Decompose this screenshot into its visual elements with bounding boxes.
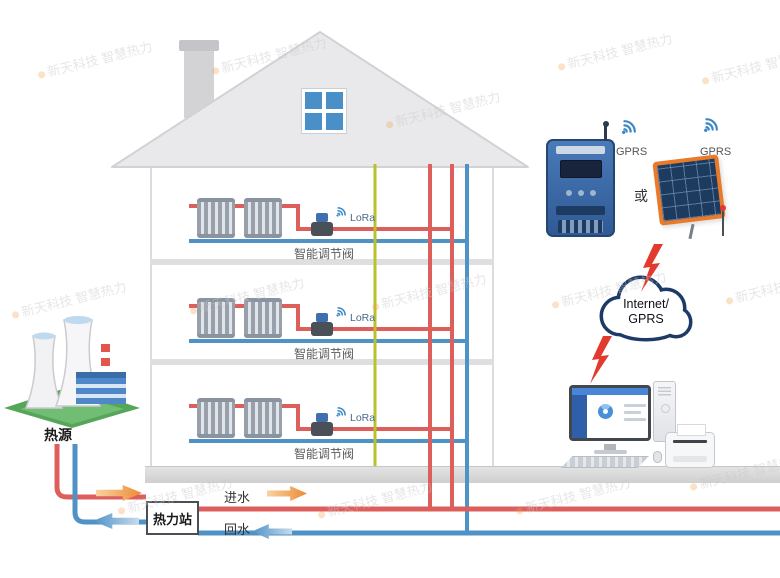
lightning-icon	[641, 244, 663, 292]
gprs-wifi-icon	[704, 118, 718, 132]
meter-band	[556, 206, 605, 215]
mouse	[653, 451, 662, 463]
heat-source-plant-illustration	[4, 316, 140, 428]
heat-station-box: 热力站	[146, 501, 199, 535]
monitor-neck	[604, 444, 616, 450]
internet-gprs-cloud-label: Internet/ GPRS	[601, 297, 691, 327]
lora-wifi-icon	[336, 407, 346, 417]
software-titlebar	[572, 388, 648, 395]
software-sidebar	[572, 395, 587, 438]
lora-wifi-icon	[336, 207, 346, 217]
valve-label: 智能调节阀	[294, 247, 355, 261]
monitor-screen	[569, 385, 651, 441]
smart-valve	[311, 413, 333, 436]
heat-source-label: 热源	[44, 427, 72, 443]
radiator	[244, 298, 282, 338]
valve-label: 智能调节阀	[294, 347, 355, 361]
solar-panel-device	[652, 150, 736, 244]
gprs-label: GPRS	[700, 146, 732, 158]
gprs-wifi-icon	[622, 120, 636, 134]
lora-wifi-icon	[336, 307, 346, 317]
pipe-network	[54, 164, 780, 536]
antenna-icon	[720, 205, 726, 236]
radiator	[244, 398, 282, 438]
keyboard	[561, 456, 649, 468]
meter-nameplate	[556, 146, 605, 154]
radiator	[244, 198, 282, 238]
lora-label: LoRa	[350, 312, 376, 324]
roof-window	[302, 89, 346, 133]
floor-slab	[150, 359, 494, 365]
meter-terminals	[558, 220, 603, 233]
pc-tower	[653, 381, 676, 442]
floor-slab	[150, 259, 494, 265]
screen-text-line	[624, 418, 646, 421]
or-label: 或	[634, 188, 648, 204]
ground-band	[145, 466, 780, 483]
printer-tray	[673, 456, 707, 462]
data-concentrator-device	[546, 121, 615, 237]
return-water-label: 回水	[224, 522, 251, 537]
meter-buttons	[548, 183, 613, 201]
cloud-label-line1: Internet/	[623, 297, 669, 311]
radiator	[197, 398, 235, 438]
solar-stand	[688, 223, 695, 240]
lora-label: LoRa	[350, 412, 376, 424]
printer	[665, 424, 715, 468]
cloud-icon	[599, 275, 693, 342]
smart-valve	[311, 313, 333, 336]
inlet-water-label: 进水	[224, 490, 251, 505]
cloud-label-line2: GPRS	[628, 312, 664, 326]
lora-label: LoRa	[350, 212, 376, 224]
radiator	[197, 198, 235, 238]
screen-text-line	[624, 411, 641, 414]
smart-valve	[311, 213, 333, 236]
radiator	[197, 298, 235, 338]
valve-label: 智能调节阀	[294, 447, 355, 461]
meter-lcd-screen	[559, 160, 602, 178]
antenna-icon	[602, 121, 609, 141]
lightning-icon	[590, 336, 612, 384]
solar-cells	[652, 154, 726, 226]
gprs-label: GPRS	[616, 146, 648, 158]
donut-chart-icon	[598, 404, 613, 419]
monitor-base	[594, 450, 627, 454]
window-mullion	[305, 109, 343, 113]
screen-text-line	[624, 404, 646, 407]
